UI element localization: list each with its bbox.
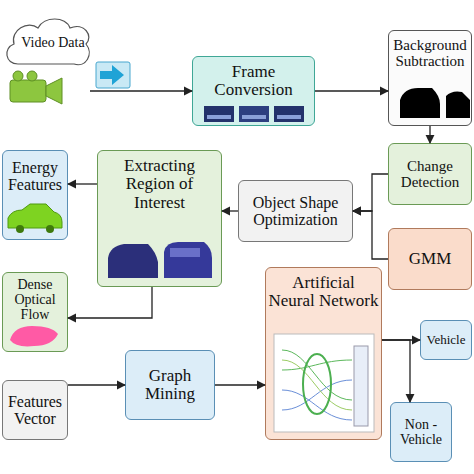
- node-label: Graph Mining: [126, 367, 214, 404]
- node-label: Vehicle: [425, 333, 468, 347]
- node-label: Non - Vehicle: [391, 417, 451, 447]
- flow-arrow: [90, 90, 192, 91]
- flow-arrow: [222, 210, 238, 211]
- node-label: Change Detection: [389, 158, 471, 190]
- source-cloud: Video Data: [2, 14, 94, 72]
- flow-arrow: [382, 340, 410, 402]
- feature-box: Energy Features: [2, 150, 68, 240]
- camera-reel: [27, 71, 37, 81]
- node-label: Features Vector: [3, 393, 67, 428]
- flow-arrow: [353, 211, 388, 259]
- import-icon: [96, 62, 130, 88]
- node-label: Object Shape Optimization: [239, 194, 352, 229]
- node-label: Video Data: [19, 35, 86, 50]
- process-box: Background Subtraction: [388, 30, 472, 126]
- flow-arrow: [315, 90, 388, 91]
- node-label: Extracting Region of Interest: [98, 157, 221, 212]
- camera-icon: [10, 71, 62, 104]
- node-label: Energy Features: [3, 159, 67, 194]
- feature-box: Features Vector: [2, 380, 68, 440]
- node-label: GMM: [407, 250, 454, 268]
- output-box: Vehicle: [420, 320, 472, 360]
- node-label: Background Subtraction: [389, 37, 471, 69]
- output-box: Non - Vehicle: [390, 402, 452, 462]
- process-box: Graph Mining: [125, 350, 215, 420]
- node-label: Dense Optical Flow: [3, 277, 67, 322]
- classifier-box: Artificial Neural Network: [265, 267, 382, 440]
- flow-arrow: [429, 126, 430, 143]
- flow-arrow: [382, 339, 420, 340]
- process-box: Object Shape Optimization: [238, 180, 353, 242]
- icon-frame: [96, 62, 130, 88]
- process-box: Extracting Region of Interest: [97, 150, 222, 287]
- flow-arrow: [215, 384, 265, 385]
- node-label: Frame Conversion: [193, 63, 314, 100]
- flow-arrow: [353, 174, 388, 211]
- flow-arrow: [68, 183, 97, 184]
- process-box: Change Detection: [388, 143, 472, 205]
- camera-body: [10, 80, 46, 102]
- flow-arrow: [68, 287, 152, 318]
- icon-arrow: [100, 65, 124, 85]
- process-box: Frame Conversion: [192, 56, 315, 126]
- feature-box: Dense Optical Flow: [2, 272, 68, 352]
- model-box: GMM: [388, 228, 472, 290]
- camera-lens: [46, 78, 62, 104]
- node-label: Artificial Neural Network: [266, 274, 381, 311]
- camera-reel: [13, 71, 23, 81]
- cloud-shape: [7, 19, 89, 65]
- flow-arrow: [68, 384, 125, 385]
